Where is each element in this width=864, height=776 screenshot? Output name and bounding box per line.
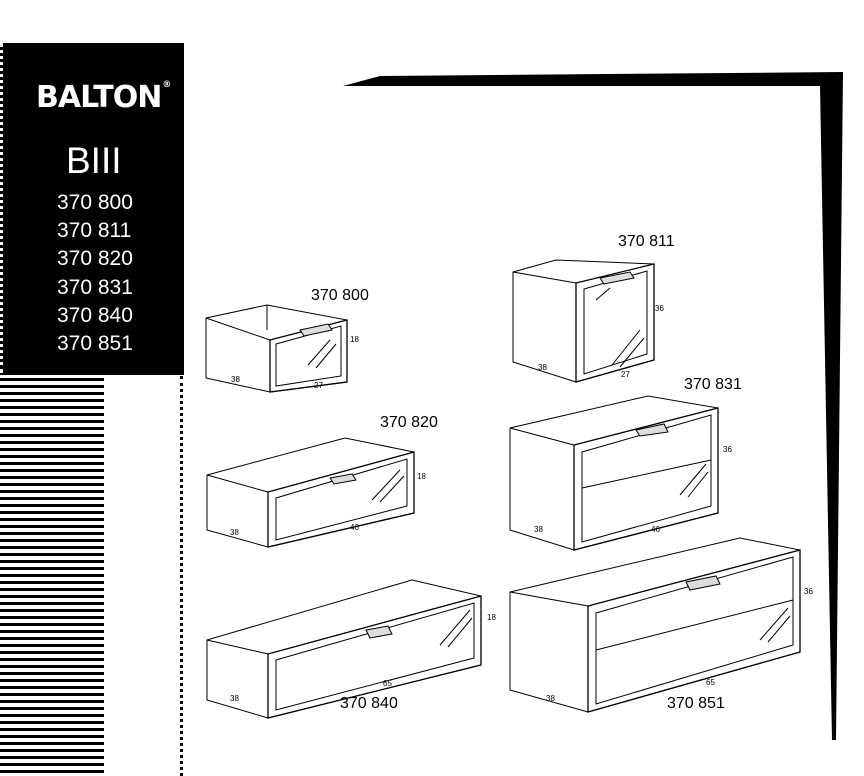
dim-height: 18 — [487, 613, 496, 622]
dim-depth: 38 — [546, 694, 555, 703]
drawer-370-831 — [509, 395, 719, 551]
dim-width: 46 — [651, 525, 660, 534]
drawer-label: 370 820 — [380, 414, 438, 431]
brand-panel — [0, 43, 184, 375]
brand-logo: BALTON® — [36, 80, 171, 115]
drawer-370-851 — [509, 537, 801, 713]
product-code: 370 831 — [57, 275, 133, 299]
dim-depth: 38 — [534, 525, 543, 534]
series-title: BIII — [66, 140, 122, 181]
dim-depth: 38 — [230, 694, 239, 703]
dim-width: 65 — [706, 678, 715, 687]
dim-height: 36 — [723, 445, 732, 454]
product-code: 370 811 — [57, 219, 132, 243]
dim-height: 18 — [417, 472, 426, 481]
dim-height: 36 — [804, 587, 813, 596]
dim-width: 65 — [383, 679, 392, 688]
product-code: 370 820 — [57, 247, 133, 271]
dim-width: 27 — [314, 381, 323, 390]
product-code: 370 840 — [57, 303, 133, 327]
dim-depth: 38 — [230, 528, 239, 537]
product-code: 370 851 — [57, 331, 133, 355]
dotted-divider — [180, 376, 183, 776]
drawer-370-811 — [512, 259, 655, 383]
drawer-label: 370 811 — [618, 233, 675, 250]
dim-height: 18 — [350, 335, 359, 344]
drawer-label: 370 831 — [684, 376, 742, 393]
dim-width: 46 — [350, 523, 359, 532]
drawer-370-820 — [206, 437, 415, 548]
dim-depth: 38 — [231, 375, 240, 384]
striped-band — [0, 378, 104, 776]
product-code: 370 800 — [57, 191, 133, 214]
drawer-label: 370 851 — [667, 695, 725, 712]
product-code-list: 370 800 370 811 370 820 370 831 370 840 … — [57, 189, 133, 358]
drawer-label: 370 840 — [340, 695, 398, 712]
drawer-label: 370 800 — [311, 287, 369, 304]
dim-height: 36 — [655, 304, 664, 313]
drawer-370-840 — [206, 579, 482, 719]
drawer-370-800 — [205, 304, 348, 393]
panel-dotted-edge — [0, 43, 3, 373]
dim-width: 27 — [621, 370, 630, 379]
dim-depth: 38 — [538, 363, 547, 372]
